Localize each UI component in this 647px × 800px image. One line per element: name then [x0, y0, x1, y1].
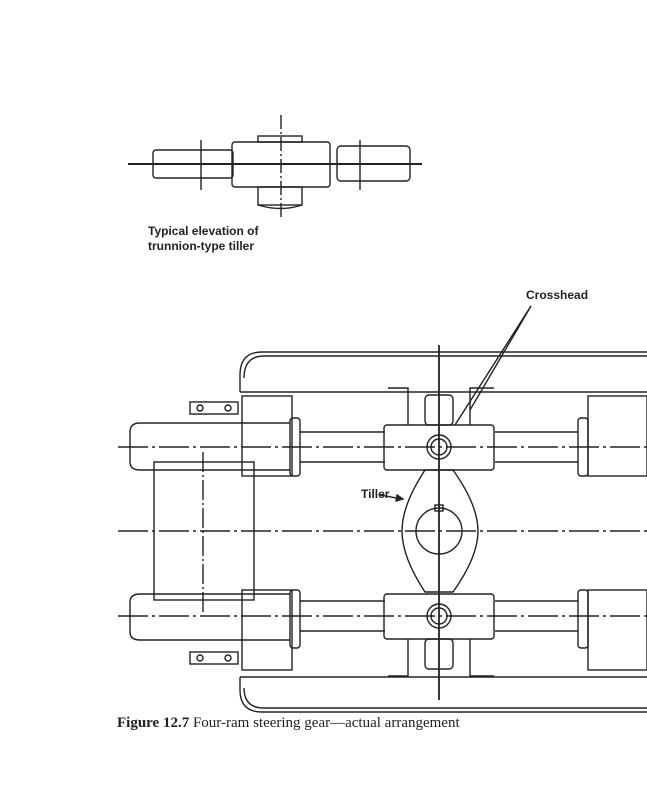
tiller-label: Tiller: [361, 487, 390, 501]
figure-number: Figure 12.7: [117, 715, 190, 731]
crosshead-label: Crosshead: [526, 288, 589, 302]
four-ram-arrangement: [118, 305, 647, 713]
figure-caption-text: Four-ram steering gear—actual arrangemen…: [192, 715, 460, 731]
trunnion-tiller-elevation: [128, 115, 422, 220]
elevation-caption-line2: trunnion-type tiller: [148, 239, 254, 253]
elevation-caption: Typical elevation of trunnion-type tille…: [148, 224, 258, 254]
elevation-caption-line1: Typical elevation of: [148, 224, 259, 238]
figure-caption: Figure 12.7 Four-ram steering gear—actua…: [117, 715, 460, 732]
